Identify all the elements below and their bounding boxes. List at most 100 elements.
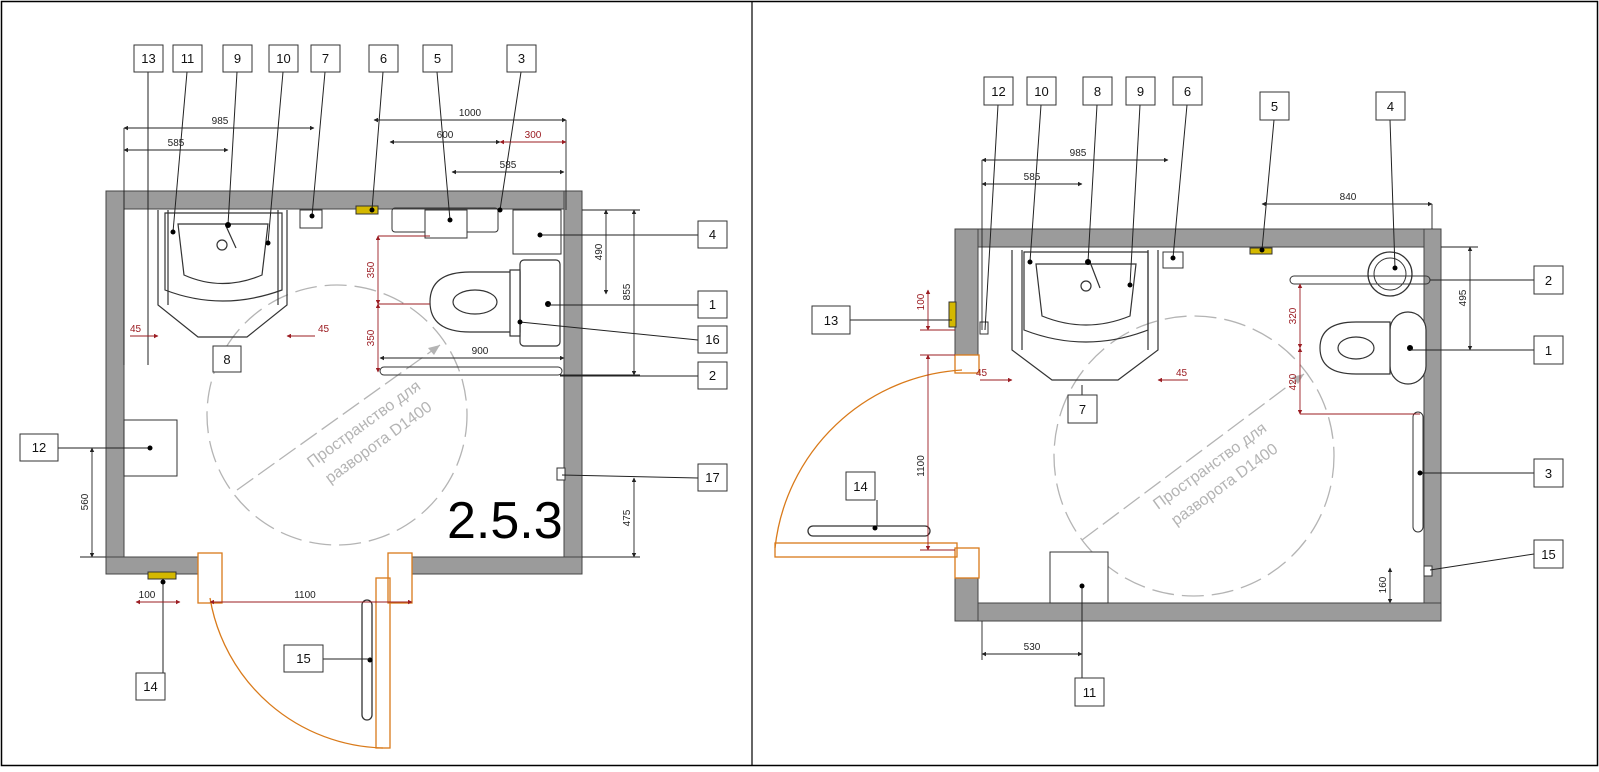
left-leaders [58, 71, 699, 673]
svg-text:17: 17 [705, 470, 719, 485]
svg-text:7: 7 [1079, 402, 1086, 417]
svg-text:9: 9 [234, 51, 241, 66]
left-callout-17: 17 [697, 463, 728, 492]
left-callout-3: 3 [506, 44, 537, 73]
left-callout-7: 7 [310, 44, 341, 73]
svg-text:100: 100 [916, 293, 927, 310]
svg-text:4: 4 [709, 227, 716, 242]
svg-text:985: 985 [1070, 148, 1087, 159]
svg-text:840: 840 [1340, 192, 1357, 203]
svg-text:6: 6 [1184, 84, 1191, 99]
left-door-jamb-left [197, 552, 223, 604]
svg-text:350: 350 [366, 329, 377, 346]
right-callout-5: 5 [1259, 91, 1290, 121]
right-callout-12: 12 [983, 76, 1014, 106]
svg-text:160: 160 [1378, 576, 1389, 593]
left-item-4-box [512, 209, 562, 255]
left-callout-10: 10 [268, 44, 299, 73]
left-item-6-box [355, 205, 379, 215]
svg-text:15: 15 [296, 651, 310, 666]
svg-text:320: 320 [1288, 307, 1299, 324]
svg-text:12: 12 [991, 84, 1005, 99]
left-callout-14: 14 [135, 672, 166, 701]
svg-text:12: 12 [32, 440, 46, 455]
svg-text:985: 985 [212, 116, 229, 127]
svg-text:490: 490 [594, 243, 605, 260]
left-callout-4: 4 [697, 220, 728, 249]
right-callout-3: 3 [1533, 458, 1564, 488]
right-door-swing [774, 369, 963, 549]
left-dim-labels: 985 585 1000 600 300 585 490 855 350 350… [80, 108, 633, 601]
svg-text:10: 10 [276, 51, 290, 66]
right-callout-11: 11 [1074, 677, 1105, 707]
left-dims-red [130, 139, 567, 605]
svg-text:45: 45 [1176, 368, 1188, 379]
svg-text:9: 9 [1137, 84, 1144, 99]
svg-text:350: 350 [366, 261, 377, 278]
svg-text:2: 2 [709, 368, 716, 383]
right-plan: Пространство для разворота D1400 [774, 76, 1564, 707]
svg-text:600: 600 [437, 130, 454, 141]
left-callout-5: 5 [422, 44, 453, 73]
svg-text:13: 13 [824, 313, 838, 328]
svg-text:8: 8 [1094, 84, 1101, 99]
sheet-label: 2.5.3 [447, 492, 563, 550]
left-callout-1: 1 [697, 290, 728, 319]
left-callout-15: 15 [283, 644, 324, 673]
right-callout-14: 14 [845, 471, 876, 501]
svg-text:100: 100 [139, 590, 156, 601]
svg-text:15: 15 [1541, 547, 1555, 562]
right-callout-7: 7 [1067, 394, 1098, 424]
left-turning-circle [206, 284, 468, 546]
left-dims-black [80, 117, 640, 558]
svg-text:300: 300 [525, 130, 542, 141]
svg-text:475: 475 [622, 509, 633, 526]
svg-text:5: 5 [1271, 99, 1278, 114]
svg-text:14: 14 [853, 479, 867, 494]
svg-text:1000: 1000 [459, 108, 482, 119]
svg-text:45: 45 [130, 324, 142, 335]
right-item-13-box [979, 321, 989, 335]
right-item-11-box [1049, 551, 1109, 604]
left-item-17-box [556, 467, 566, 481]
left-item-7-box [299, 209, 323, 229]
left-toilet [429, 259, 561, 347]
right-door-leaf [774, 542, 958, 558]
left-callout-9: 9 [222, 44, 253, 73]
right-item-4-roll [1367, 251, 1413, 297]
right-callout-13: 13 [811, 305, 851, 335]
svg-text:3: 3 [1545, 466, 1552, 481]
right-callout-1: 1 [1533, 335, 1564, 365]
svg-text:11: 11 [181, 51, 195, 66]
left-callout-12: 12 [19, 433, 59, 462]
svg-text:4: 4 [1387, 99, 1394, 114]
svg-text:11: 11 [1083, 685, 1097, 700]
svg-text:420: 420 [1288, 373, 1299, 390]
right-callout-4: 4 [1375, 91, 1406, 121]
right-door-handrail [807, 525, 931, 537]
svg-text:1: 1 [709, 297, 716, 312]
svg-text:16: 16 [705, 332, 719, 347]
svg-text:530: 530 [1024, 642, 1041, 653]
svg-text:2: 2 [1545, 273, 1552, 288]
right-callout-2: 2 [1533, 265, 1564, 295]
left-item-5-box [424, 209, 468, 239]
svg-text:585: 585 [168, 138, 185, 149]
right-callout-15: 15 [1533, 539, 1564, 569]
right-dims-red [920, 283, 1420, 551]
left-sink [157, 210, 288, 338]
right-dim-labels: 985 585 840 495 320 420 100 45 45 1100 1… [916, 148, 1469, 653]
left-callout-11: 11 [172, 44, 203, 73]
right-turning-circle [1053, 315, 1335, 597]
svg-text:585: 585 [500, 160, 517, 171]
left-callout-6: 6 [368, 44, 399, 73]
left-item-14-box [147, 571, 177, 580]
svg-text:6: 6 [380, 51, 387, 66]
right-dims-black [981, 157, 1478, 660]
svg-text:7: 7 [322, 51, 329, 66]
left-callout-16: 16 [697, 325, 728, 354]
svg-text:5: 5 [434, 51, 441, 66]
right-callout-10: 10 [1026, 76, 1057, 106]
